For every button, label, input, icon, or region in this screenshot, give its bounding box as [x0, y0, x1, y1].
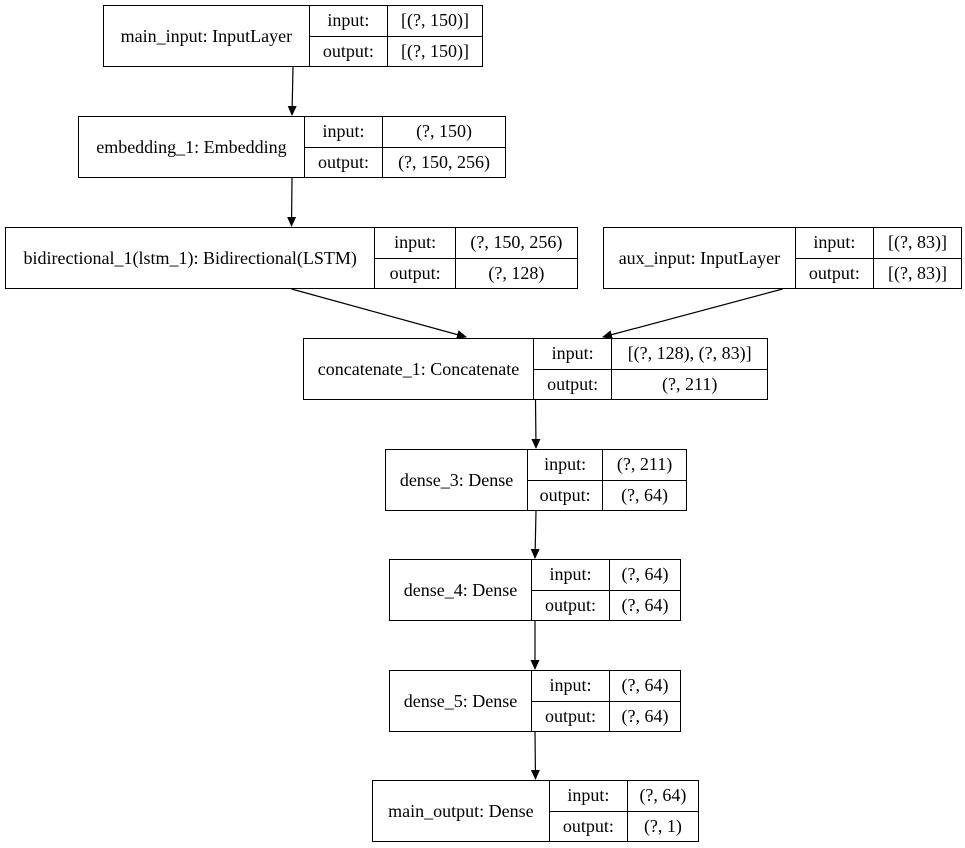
- input-shape: (?, 64): [609, 671, 681, 702]
- input-port-label: input:: [534, 339, 612, 370]
- edge-main-input-to-embedding-1: [287, 66, 297, 116]
- edge-embedding-1-to-bidirectional-1: [287, 177, 297, 227]
- input-port-label: input:: [795, 228, 873, 259]
- layer-node-bidirectional-1: bidirectional_1(lstm_1): Bidirectional(L…: [5, 227, 578, 289]
- output-shape: (?, 211): [662, 373, 718, 394]
- output-shape: [(?, 150)]: [401, 40, 469, 61]
- input-port-label: input:: [532, 560, 609, 591]
- layer-name: main_output: Dense: [373, 781, 550, 841]
- output-port-label: output:: [547, 373, 599, 394]
- input-shape: (?, 211): [603, 450, 686, 481]
- layer-name: dense_5: Dense: [390, 671, 533, 731]
- output-port-label: output:: [808, 262, 860, 283]
- input-port-label: input:: [304, 117, 383, 148]
- input-shape: [(?, 128), (?, 83)]: [612, 339, 767, 370]
- input-shape: [(?, 150)]: [388, 6, 482, 37]
- output-port-label: output:: [389, 262, 441, 283]
- layer-name: dense_4: Dense: [390, 560, 533, 620]
- input-port-label: input:: [309, 6, 387, 37]
- layer-name: main_input: InputLayer: [104, 6, 310, 66]
- output-shape: [(?, 83)]: [887, 262, 947, 283]
- edge-dense-5-to-main-output: [530, 731, 540, 780]
- input-port-label: input:: [528, 450, 603, 481]
- input-port-label: input:: [549, 781, 627, 812]
- output-port-label: output:: [318, 151, 370, 172]
- input-shape: (?, 64): [627, 781, 698, 812]
- layer-name: embedding_1: Embedding: [79, 117, 305, 177]
- output-port-label: output:: [545, 705, 597, 726]
- output-shape: (?, 64): [621, 705, 669, 726]
- output-port-label: output:: [539, 484, 591, 505]
- edge-aux-input-to-concatenate-1: [602, 288, 783, 340]
- edge-bidirectional-1-to-concatenate-1: [291, 288, 467, 339]
- layer-name: bidirectional_1(lstm_1): Bidirectional(L…: [6, 228, 376, 288]
- output-shape: (?, 64): [621, 484, 669, 505]
- layer-name: dense_3: Dense: [386, 450, 529, 510]
- layer-name: aux_input: InputLayer: [604, 228, 796, 288]
- output-shape: (?, 64): [621, 594, 669, 615]
- edge-dense-3-to-dense-4: [530, 510, 540, 559]
- input-shape: (?, 64): [609, 560, 681, 591]
- output-shape: (?, 150, 256): [398, 151, 491, 172]
- input-port-label: input:: [532, 671, 609, 702]
- output-shape: (?, 128): [488, 262, 545, 283]
- output-port-label: output:: [562, 815, 614, 836]
- input-shape: (?, 150, 256): [455, 228, 577, 259]
- output-port-label: output:: [545, 594, 597, 615]
- edge-concatenate-1-to-dense-3: [531, 399, 541, 449]
- input-shape: (?, 150): [383, 117, 505, 148]
- input-port-label: input:: [375, 228, 455, 259]
- output-port-label: output:: [322, 40, 374, 61]
- output-shape: (?, 1): [643, 815, 682, 836]
- layer-name: concatenate_1: Concatenate: [304, 339, 535, 399]
- input-shape: [(?, 83)]: [873, 228, 961, 259]
